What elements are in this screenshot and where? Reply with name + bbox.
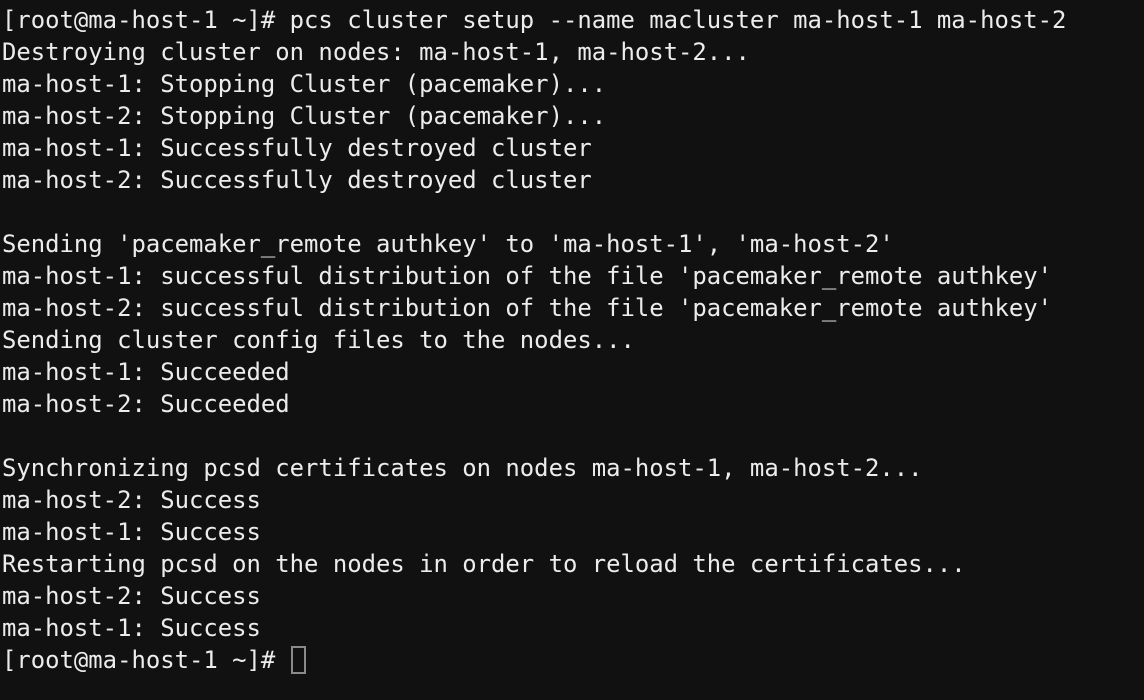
text-cursor [290, 646, 306, 674]
output-line: Sending 'pacemaker_remote authkey' to 'm… [2, 230, 894, 258]
output-line: ma-host-1: Success [2, 518, 261, 546]
output-line: ma-host-1: successful distribution of th… [2, 262, 1052, 290]
output-line [2, 420, 1144, 452]
shell-prompt: [root@ma-host-1 ~]# [2, 646, 290, 674]
output-line: ma-host-2: Stopping Cluster (pacemaker).… [2, 102, 607, 130]
output-line: ma-host-2: successful distribution of th… [2, 294, 1052, 322]
output-line: ma-host-1: Stopping Cluster (pacemaker).… [2, 70, 607, 98]
output-line: ma-host-2: Successfully destroyed cluste… [2, 166, 592, 194]
output-line: ma-host-2: Succeeded [2, 390, 290, 418]
output-line [2, 196, 1144, 228]
output-line: Sending cluster config files to the node… [2, 326, 635, 354]
command-line: [root@ma-host-1 ~]# pcs cluster setup --… [2, 6, 1067, 34]
output-line: ma-host-2: Success [2, 582, 261, 610]
prompt-line[interactable]: [root@ma-host-1 ~]# [2, 644, 1144, 676]
output-line: ma-host-1: Successfully destroyed cluste… [2, 134, 592, 162]
output-line: Synchronizing pcsd certificates on nodes… [2, 454, 923, 482]
output-line: ma-host-2: Success [2, 486, 261, 514]
output-line: Restarting pcsd on the nodes in order to… [2, 550, 966, 578]
output-line: Destroying cluster on nodes: ma-host-1, … [2, 38, 750, 66]
output-line: ma-host-1: Succeeded [2, 358, 290, 386]
output-line: ma-host-1: Success [2, 614, 261, 642]
